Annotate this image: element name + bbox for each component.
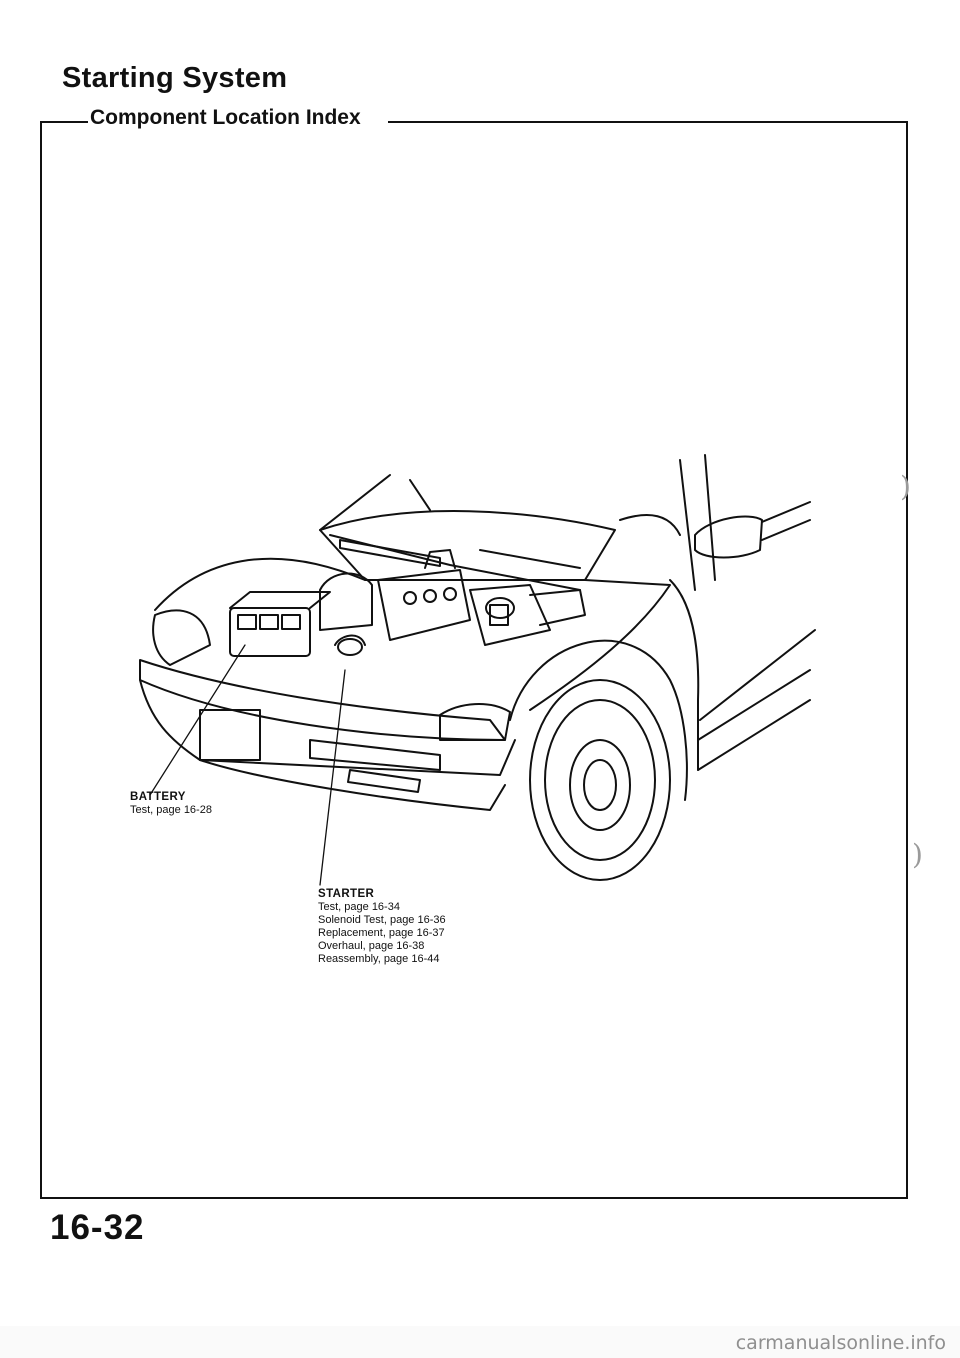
frame-bottom-rule xyxy=(40,1197,908,1199)
starter-reassembly-ref: Reassembly, page 16-44 xyxy=(318,953,440,965)
battery-label: BATTERY xyxy=(130,791,186,803)
battery-test-ref: Test, page 16-28 xyxy=(130,804,212,816)
margin-bracket-mark: ) xyxy=(912,838,923,871)
car-engine-bay-illustration xyxy=(139,454,816,886)
frame-right-rule xyxy=(906,121,908,1199)
page-number: 16-32 xyxy=(50,1208,145,1247)
starter-callout: STARTER Test, page 16-34 Solenoid Test, … xyxy=(318,888,446,966)
starter-replacement-ref: Replacement, page 16-37 xyxy=(318,927,445,939)
page-title: Starting System xyxy=(62,62,288,94)
footer-bar xyxy=(0,1326,960,1358)
starter-label: STARTER xyxy=(318,888,375,900)
frame-top-right-rule xyxy=(388,121,908,123)
frame-left-rule xyxy=(40,121,42,1199)
starter-solenoid-test-ref: Solenoid Test, page 16-36 xyxy=(318,914,446,926)
frame-top-left-rule xyxy=(40,121,88,124)
margin-bracket-mark: ) xyxy=(900,470,911,503)
battery-callout: BATTERY Test, page 16-28 xyxy=(130,791,212,817)
section-title: Component Location Index xyxy=(90,106,367,130)
starter-test-ref: Test, page 16-34 xyxy=(318,901,400,913)
watermark: carmanualsonline.info xyxy=(735,1332,946,1354)
starter-overhaul-ref: Overhaul, page 16-38 xyxy=(318,940,425,952)
